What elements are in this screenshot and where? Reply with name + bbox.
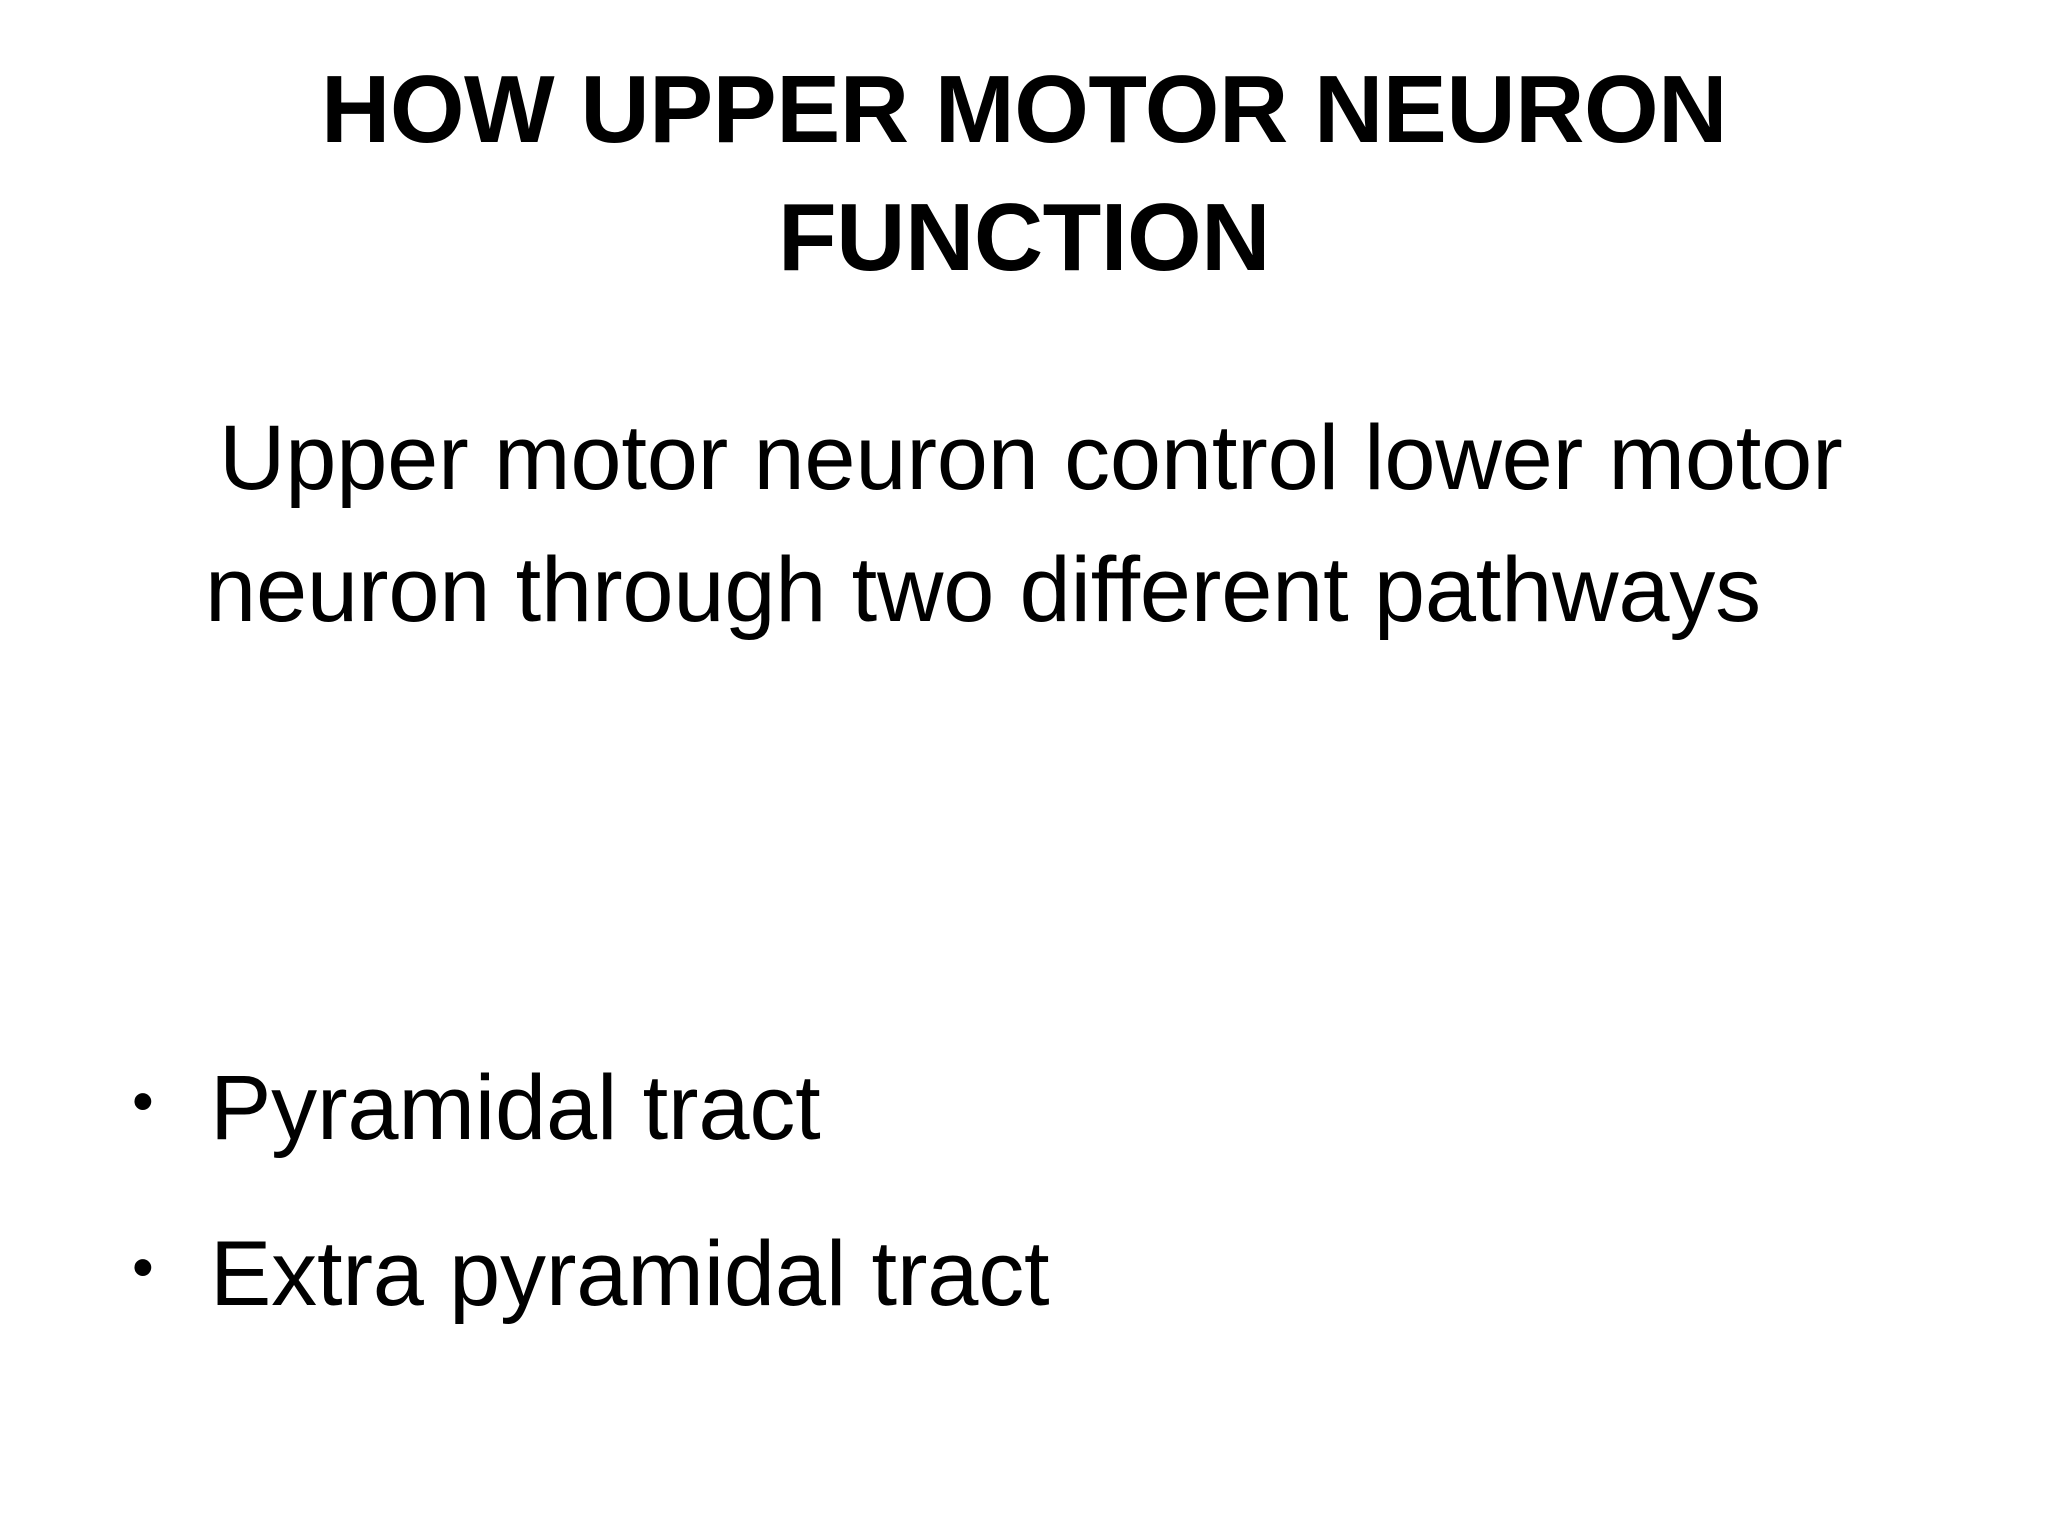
body-text-block: Upper motor neuron control lower motor n…: [205, 392, 1965, 657]
title-line-2: FUNCTION: [778, 183, 1270, 291]
bullet-list: • Pyramidal tract • Extra pyramidal trac…: [132, 1062, 1932, 1394]
title-line-1: HOW UPPER MOTOR NEURON: [321, 56, 1727, 163]
list-item: • Pyramidal tract: [132, 1062, 1932, 1154]
list-item: • Extra pyramidal tract: [132, 1228, 1932, 1320]
bullet-item-label-2: Extra pyramidal tract: [210, 1223, 1050, 1325]
body-paragraph: Upper motor neuron control lower motor n…: [205, 407, 1843, 642]
page-title: HOW UPPER MOTOR NEURON FUNCTION: [160, 46, 1888, 301]
bullet-point-icon: •: [132, 1233, 154, 1302]
bullet-point-icon: •: [132, 1067, 154, 1136]
bullet-item-label-1: Pyramidal tract: [210, 1057, 821, 1159]
